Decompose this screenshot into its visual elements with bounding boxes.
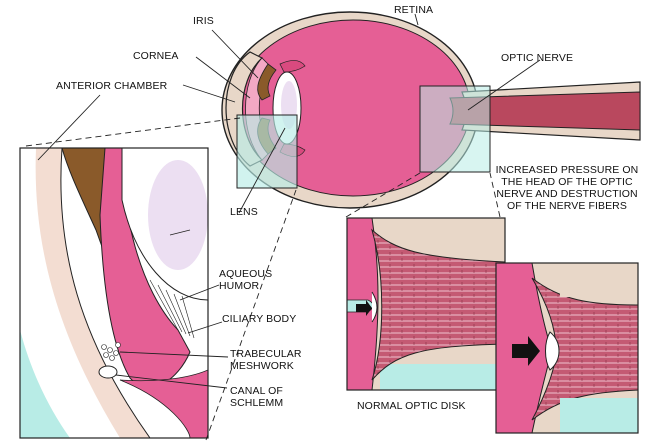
damaged-optic-disk-panel	[496, 263, 638, 433]
anterior-detail-panel	[20, 148, 208, 438]
normal-optic-disk-panel	[347, 218, 505, 390]
anterior-highlight-box	[236, 114, 298, 189]
pressure-arrow-normal	[356, 300, 372, 316]
anterior-detail-frame	[19, 147, 209, 439]
label-retina: RETINA	[394, 4, 434, 16]
eyeball	[221, 11, 641, 209]
label-iris: IRIS	[193, 15, 214, 27]
label-aqueous-humor: AQUEOUS HUMOR	[219, 268, 273, 292]
label-canal-of-schlemm: CANAL OF SCHLEMM	[230, 385, 284, 409]
label-trabecular-meshwork: TRABECULAR MESHWORK	[230, 348, 302, 372]
label-normal-optic-disk: NORMAL OPTIC DISK	[357, 400, 466, 412]
leader-lines	[25, 13, 541, 441]
iris-upper	[257, 63, 277, 101]
label-anterior-chamber: ANTERIOR CHAMBER	[56, 80, 168, 92]
pressure-arrow-damaged	[512, 336, 540, 366]
label-increased-pressure: INCREASED PRESSURE ON THE HEAD OF THE OP…	[495, 164, 639, 212]
label-optic-nerve: OPTIC NERVE	[501, 52, 574, 64]
label-cornea: CORNEA	[133, 50, 179, 62]
label-lens: LENS	[230, 206, 258, 218]
ciliary-upper	[279, 60, 306, 73]
optic-highlight-box	[419, 85, 491, 173]
damaged-optic-disk-frame	[495, 262, 639, 434]
label-ciliary-body: CILIARY BODY	[222, 313, 297, 325]
